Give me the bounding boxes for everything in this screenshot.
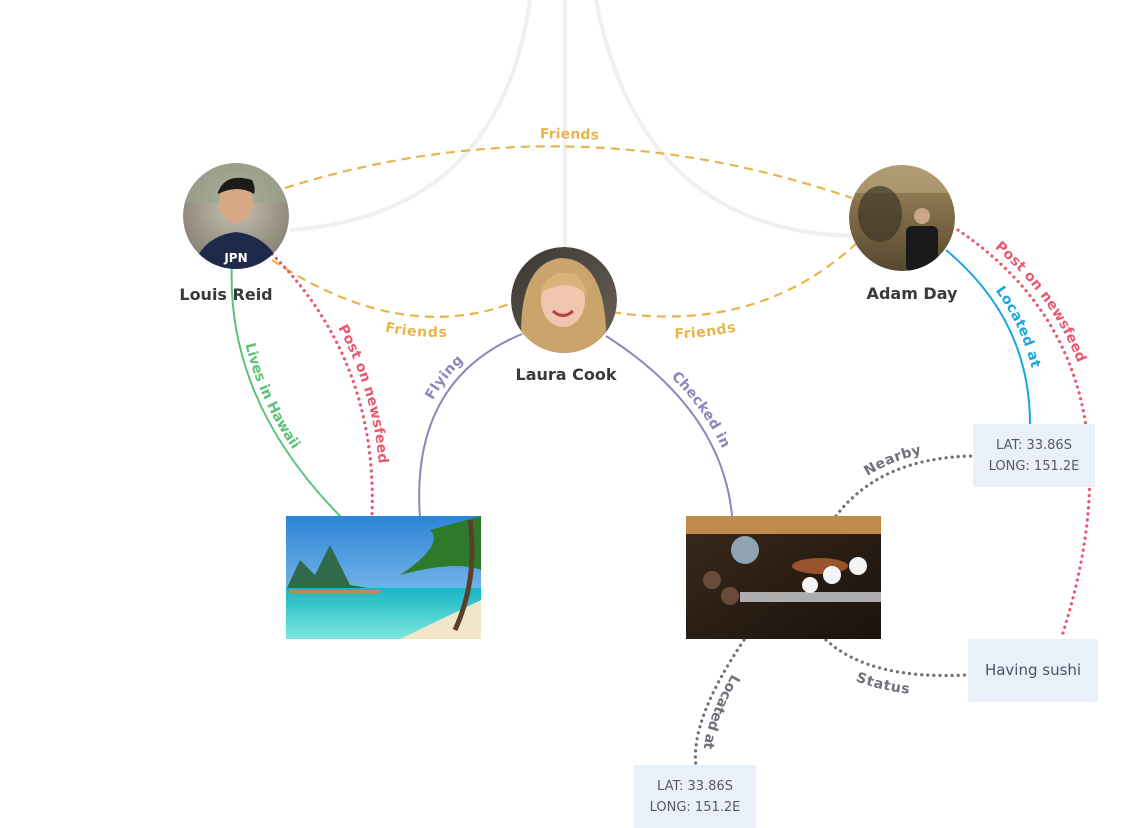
status-box[interactable]: Having sushi <box>968 639 1098 702</box>
edge-friends-left <box>270 258 514 318</box>
status-text: Having sushi <box>984 661 1082 679</box>
edge-status <box>824 638 968 678</box>
edge-label-nearby: Nearby <box>861 442 922 479</box>
location-lat: LAT: 33.86S <box>657 778 733 794</box>
edge-label-lives-in-hawaii: Lives in Hawaii <box>242 341 303 452</box>
avatar-laura[interactable] <box>511 247 617 355</box>
edge-friends-right <box>610 238 862 318</box>
location-long: LONG: 151.2E <box>649 799 741 815</box>
avatar-louis[interactable]: JPN <box>183 163 289 275</box>
edge-label-friends-left: Friends <box>384 320 447 341</box>
edge-friends-top <box>283 145 854 200</box>
edge-label-checked-in: Checked in <box>668 369 733 451</box>
svg-text:JPN: JPN <box>223 251 247 265</box>
edge-label-friends-top: Friends <box>540 126 599 143</box>
edge-post-louis <box>270 252 374 518</box>
edges <box>230 145 1092 768</box>
edge-label-located-at-adam: Located at <box>992 284 1043 370</box>
edge-label-located-at-restaurant: Located at <box>700 672 743 751</box>
edge-flying <box>418 333 523 519</box>
location-lat: LAT: 33.86S <box>996 437 1072 453</box>
beach-photo[interactable] <box>286 516 481 639</box>
person-name-laura: Laura Cook <box>515 365 617 384</box>
location-long: LONG: 151.2E <box>988 458 1080 474</box>
sushi-restaurant-photo[interactable] <box>686 516 881 639</box>
edge-label-post-louis: Post on newsfeed <box>334 322 390 464</box>
avatar-adam[interactable] <box>849 165 955 272</box>
background-curves <box>289 0 853 250</box>
edge-label-friends-right: Friends <box>674 320 737 343</box>
location-box-top-right[interactable]: LAT: 33.86S LONG: 151.2E <box>973 424 1095 487</box>
person-name-adam: Adam Day <box>866 284 958 303</box>
edge-nearby <box>834 454 974 518</box>
person-name-louis: Louis Reid <box>179 285 273 304</box>
location-box-bottom[interactable]: LAT: 33.86S LONG: 151.2E <box>634 765 756 828</box>
edge-label-status: Status <box>854 670 911 698</box>
